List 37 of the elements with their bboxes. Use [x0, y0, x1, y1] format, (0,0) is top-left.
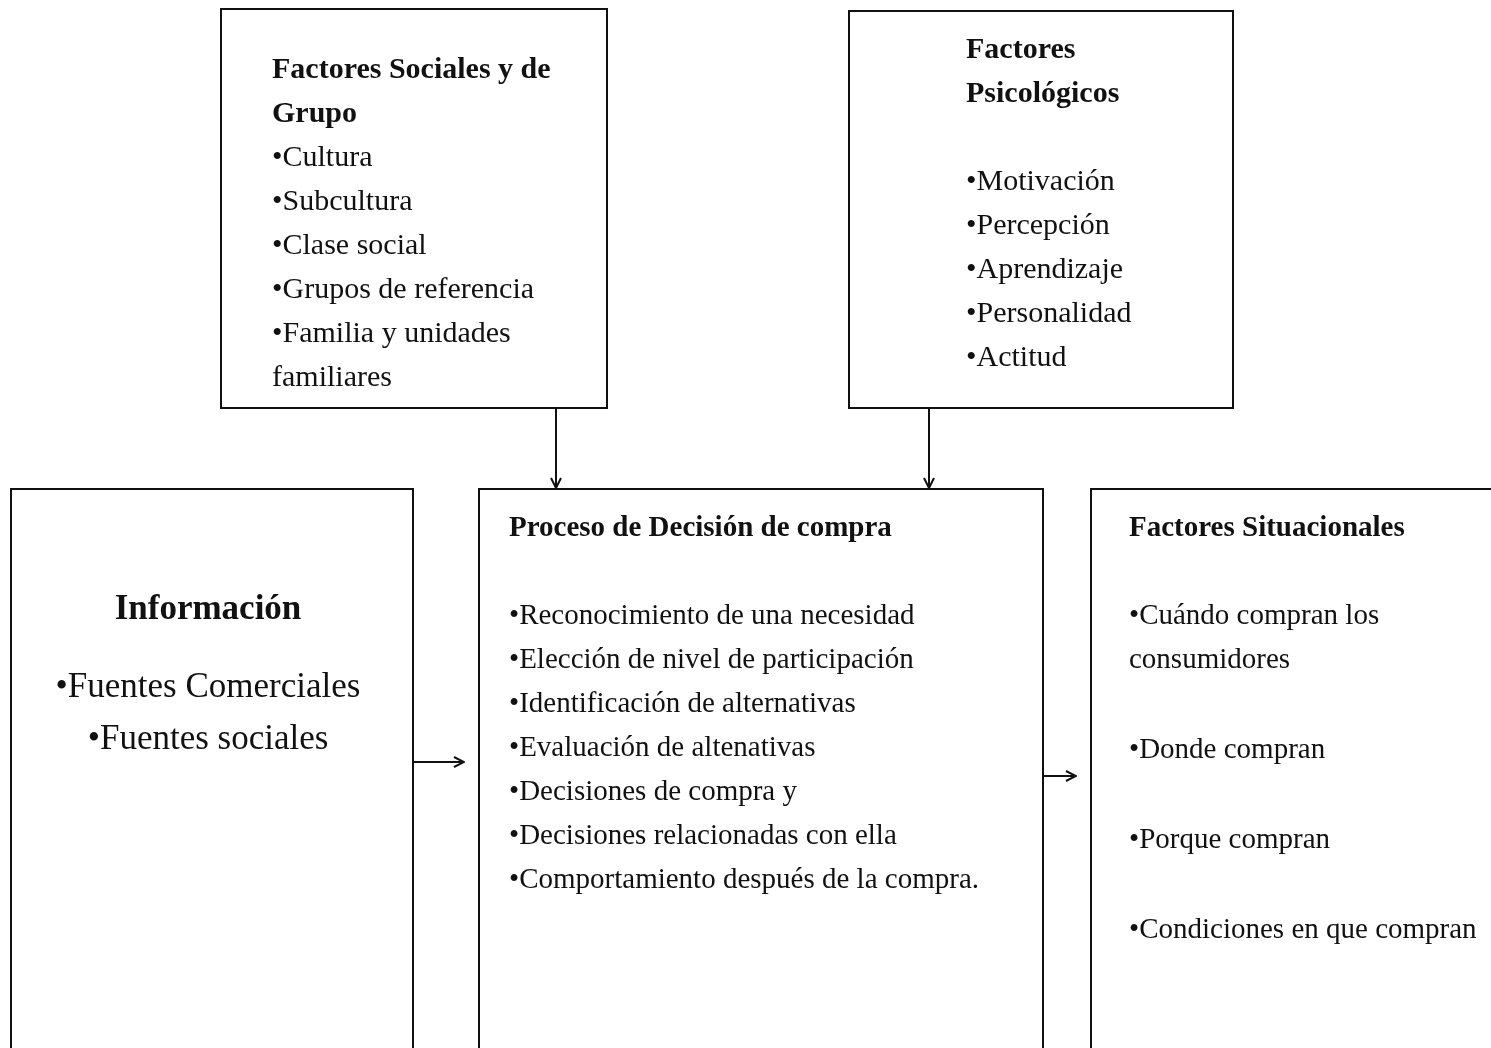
list-item: •Condiciones en que compran: [1129, 911, 1478, 946]
list-item: •Elección de nivel de participación: [509, 641, 915, 676]
list-item: •Grupos de referencia: [272, 270, 536, 306]
list-item: •Cuándo compran los consumidores: [1129, 597, 1381, 676]
list-item: •Donde compran: [1129, 731, 1327, 766]
list-item: •Decisiones de compra y: [509, 773, 798, 808]
list-item: •Personalidad: [966, 294, 1133, 330]
list-item: •Evaluación de altenativas: [509, 729, 817, 764]
list-item: •Reconocimiento de una necesidad: [509, 597, 916, 632]
text-box: [10, 488, 414, 1048]
list-item: •Percepción: [966, 206, 1111, 242]
box-heading: Factores Psicológicos: [966, 30, 1121, 110]
text-box: [478, 488, 1044, 1048]
list-item: •Familia y unidades familiares: [272, 314, 512, 394]
box-heading: Proceso de Decisión de compra: [509, 509, 893, 544]
list-item: •Subcultura: [272, 182, 414, 218]
list-item: •Clase social: [272, 226, 428, 262]
arrow: [550, 408, 562, 489]
text-box: [1090, 488, 1491, 1048]
text-box: [220, 8, 608, 409]
list-item: •Comportamiento después de la compra.: [509, 861, 980, 896]
arrow: [923, 408, 935, 489]
list-item: •Cultura: [272, 138, 374, 174]
arrow: [1043, 770, 1077, 782]
list-item: •Identificación de alternativas: [509, 685, 857, 720]
list-item: •Decisiones relacionadas con ella: [509, 817, 898, 852]
list-item: •Fuentes Comerciales: [54, 665, 362, 707]
text-box: [848, 10, 1234, 409]
arrow: [413, 756, 465, 768]
box-heading: Información: [113, 587, 303, 629]
list-item: •Actitud: [966, 338, 1068, 374]
box-heading: Factores Situacionales: [1129, 509, 1406, 544]
list-item: •Aprendizaje: [966, 250, 1125, 286]
box-heading: Factores Sociales y de Grupo: [272, 50, 552, 130]
list-item: •Fuentes sociales: [86, 717, 330, 759]
list-item: •Motivación: [966, 162, 1116, 198]
list-item: •Porque compran: [1129, 821, 1332, 856]
